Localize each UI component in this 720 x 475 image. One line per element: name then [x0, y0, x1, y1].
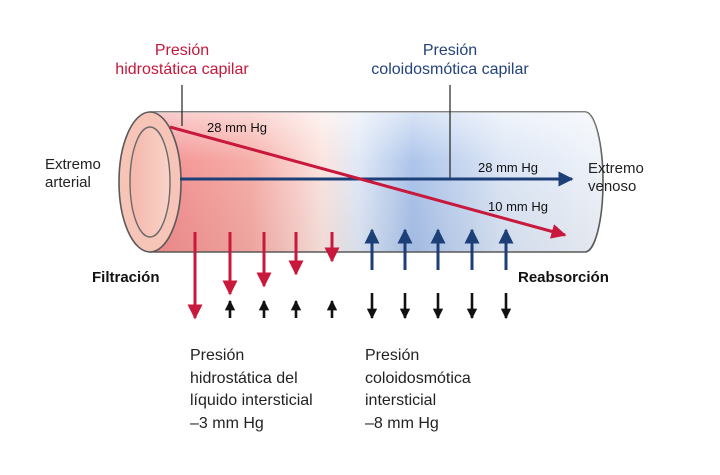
reabsorption-arrows: [364, 228, 514, 270]
filtration-arrows: [187, 232, 340, 320]
capillary-colloid-osmotic-label: Presión coloidosmótica capilar: [371, 42, 529, 78]
interstitial-colloid-osmotic-label: Presión coloidosmótica intersticial –8 m…: [365, 347, 471, 433]
hydrostatic-end-value: 10 mm Hg: [488, 199, 548, 214]
interstitial-hydrostatic-arrows: [224, 299, 338, 318]
interstitial-hydrostatic-label: Presión hidrostática del líquido interst…: [190, 347, 313, 433]
colloid-osmotic-value: 28 mm Hg: [478, 160, 538, 175]
venous-end-label: Extremo venoso: [588, 160, 644, 195]
reabsorption-label: Reabsorción: [518, 269, 609, 286]
capillary-hydrostatic-pressure-arrow: [169, 125, 567, 239]
filtration-label: Filtración: [92, 269, 160, 286]
capillary-hydrostatic-label: Presión hidrostática capilar: [115, 42, 249, 78]
interstitial-colloid-arrows: [366, 293, 512, 320]
arterial-end-label: Extremo arterial: [45, 156, 101, 191]
arterial-opening-inner: [129, 126, 171, 238]
hydrostatic-start-value: 28 mm Hg: [207, 120, 267, 135]
